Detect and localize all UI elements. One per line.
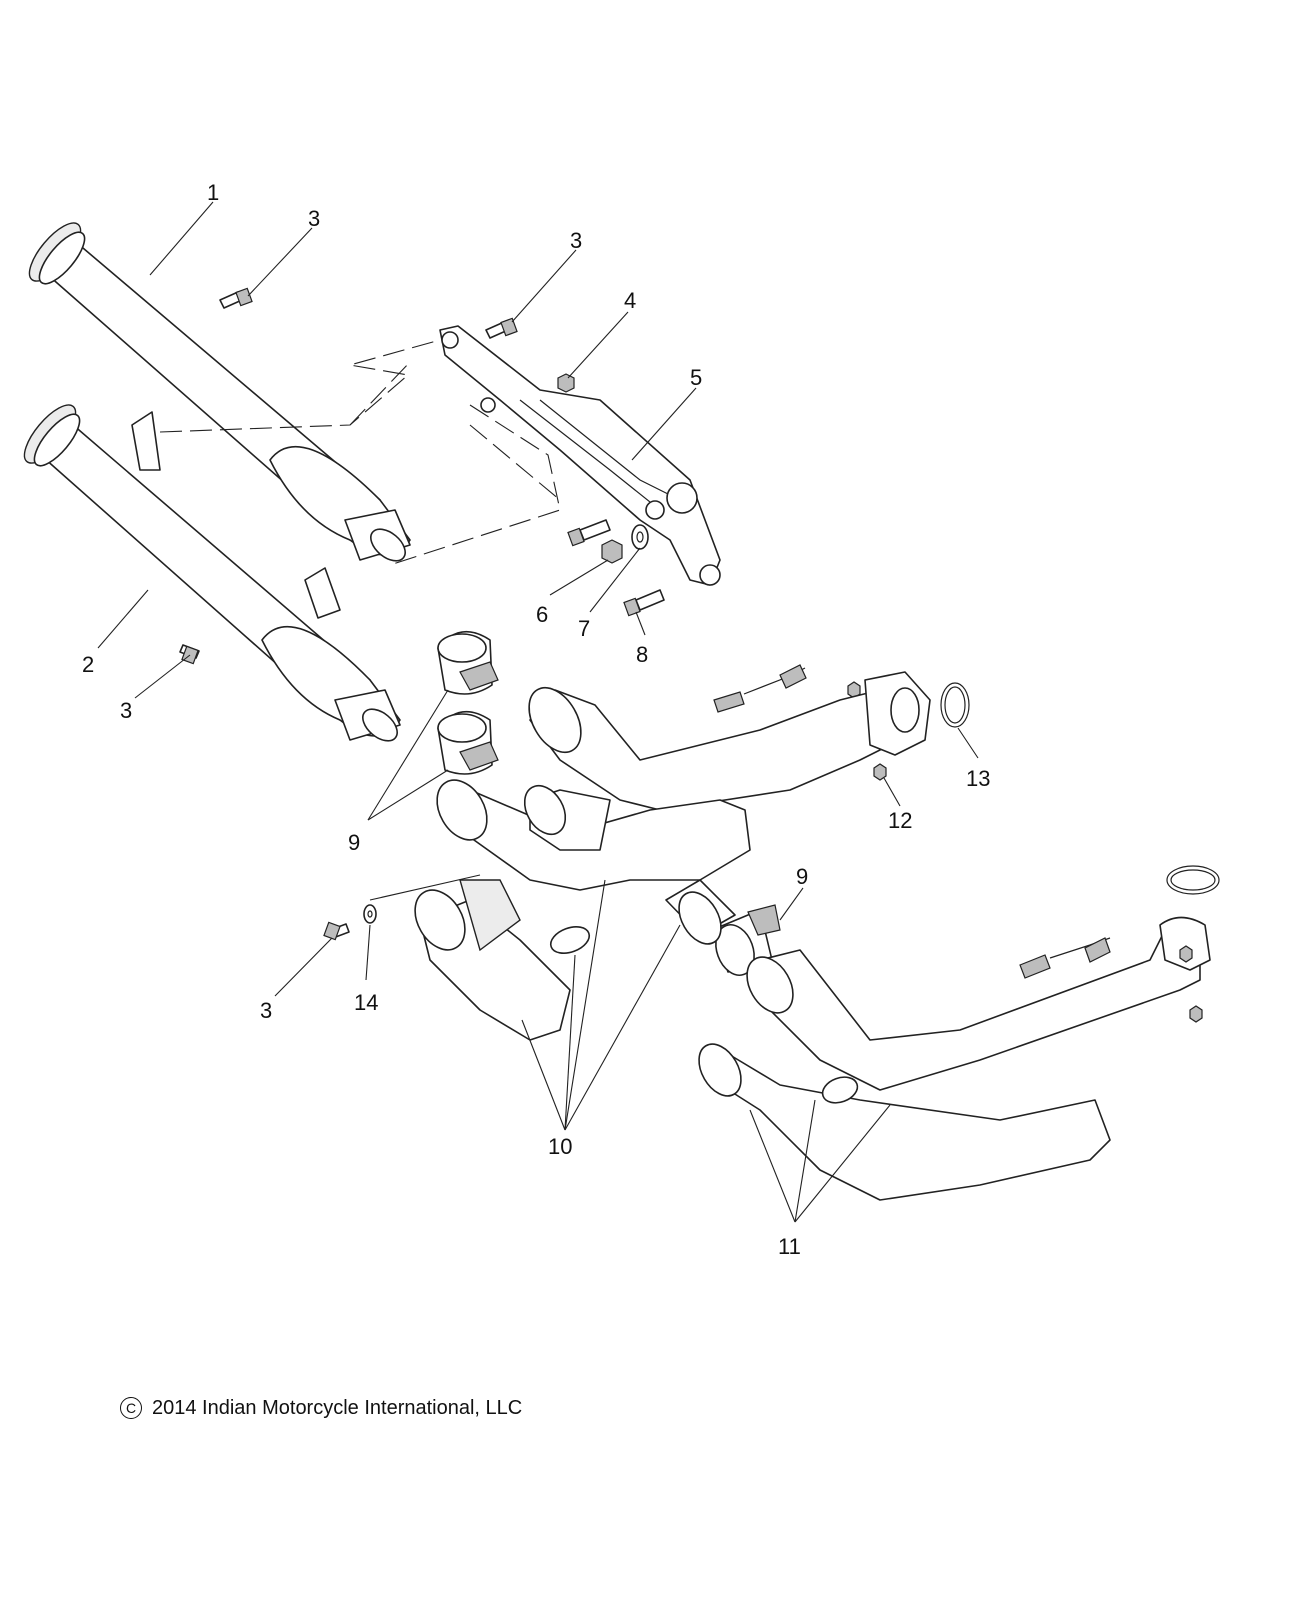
bolt-6-upper (567, 519, 611, 547)
head-pipe-rear (746, 865, 1220, 1091)
callout-3: 3 (570, 228, 582, 253)
callout-3: 3 (260, 998, 272, 1023)
clamp-9-lower (711, 904, 781, 976)
bolt-3a (219, 287, 253, 309)
copyright-text: 2014 Indian Motorcycle International, LL… (152, 1397, 523, 1419)
nut-6 (601, 539, 623, 564)
washer-14 (363, 904, 377, 924)
callout-9: 9 (796, 864, 808, 889)
collector-assembly (414, 779, 751, 1041)
callout-3: 3 (308, 206, 320, 231)
nut-12-upper (847, 681, 861, 699)
muffler-lower-bracket-front (131, 411, 161, 471)
callout-14: 14 (354, 990, 378, 1015)
muffler-upper (28, 222, 411, 562)
rear-flange (1159, 916, 1211, 971)
copyright-icon: C (120, 1397, 142, 1419)
callout-6: 6 (536, 602, 548, 627)
callout-4: 4 (624, 288, 636, 313)
head-pipe-front (528, 664, 970, 811)
clamp-9-middle (437, 710, 499, 775)
assembly-line-3 (389, 404, 561, 566)
callout-3: 3 (120, 698, 132, 723)
assembly-line-4 (469, 424, 561, 501)
bolt-3b (485, 317, 518, 339)
callout-5: 5 (690, 365, 702, 390)
clamp-10-ring (549, 926, 591, 954)
crossover-pipe-11 (698, 1043, 1111, 1201)
assembly-line-1 (159, 339, 441, 433)
assembly-line-2 (349, 361, 411, 426)
muffler-lower (23, 404, 401, 742)
copyright-notice: C 2014 Indian Motorcycle International, L… (120, 1397, 522, 1420)
clamp-9-upper (437, 630, 499, 695)
callout-11: 11 (778, 1234, 801, 1259)
bolt-3c (179, 644, 200, 665)
mount-bracket (439, 325, 721, 586)
nut-4 (557, 373, 575, 393)
muffler-lower-bracket-rear (304, 567, 341, 619)
bolt-3d (323, 921, 350, 941)
callout-2: 2 (82, 652, 94, 677)
callout-7: 7 (578, 616, 590, 641)
nut-12-lower (873, 763, 887, 781)
callout-9: 9 (348, 830, 360, 855)
callout-10: 10 (548, 1134, 572, 1159)
washer-7 (631, 524, 649, 550)
gasket-13-lower (1166, 865, 1220, 895)
callout-1: 1 (207, 180, 219, 205)
gasket-13-upper (940, 682, 970, 728)
callout-8: 8 (636, 642, 648, 667)
callout-12: 12 (888, 808, 912, 833)
callout-13: 13 (966, 766, 990, 791)
bolt-8 (623, 589, 665, 617)
